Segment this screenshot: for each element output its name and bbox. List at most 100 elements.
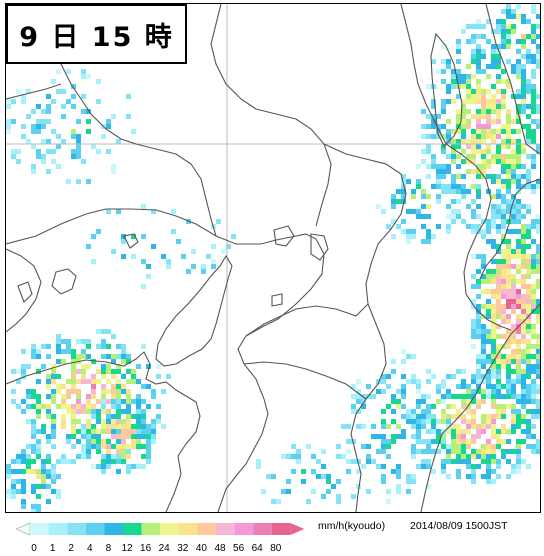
rain-cell	[71, 444, 76, 449]
rain-cell	[36, 509, 41, 512]
rain-cell	[486, 464, 491, 469]
rain-cell	[51, 479, 56, 484]
rain-cell	[101, 404, 106, 409]
rain-cell	[81, 369, 86, 374]
rain-cell	[21, 399, 26, 404]
rain-cell	[141, 234, 146, 239]
rain-cell	[486, 229, 491, 234]
rain-cell	[501, 214, 506, 219]
rain-cell	[531, 59, 536, 64]
rain-cell	[41, 109, 46, 114]
rain-cell	[451, 154, 456, 159]
rain-cell	[151, 244, 156, 249]
rain-cell	[451, 439, 456, 444]
rain-cell	[516, 464, 521, 469]
rain-cell	[101, 339, 106, 344]
rain-cell	[441, 124, 446, 129]
rain-cell	[16, 369, 21, 374]
rain-cell	[526, 294, 531, 299]
rain-cell	[446, 169, 451, 174]
rain-cell	[531, 324, 536, 329]
rain-cell	[471, 449, 476, 454]
rain-cell	[441, 464, 446, 469]
legend-left-arrow	[15, 522, 31, 536]
legend-tick-label: 16	[140, 543, 152, 554]
rain-cell	[371, 424, 376, 429]
rain-cell	[481, 429, 486, 434]
rain-cell	[161, 254, 166, 259]
rain-cell	[466, 84, 471, 89]
rain-cell	[486, 479, 491, 484]
rain-cell	[51, 464, 56, 469]
rain-cell	[406, 239, 411, 244]
rain-cell	[536, 264, 540, 269]
rain-cell	[516, 249, 521, 254]
rain-cell	[521, 234, 526, 239]
rain-cell	[441, 174, 446, 179]
rain-cell	[521, 294, 526, 299]
rain-cell	[311, 469, 316, 474]
rain-cell	[16, 459, 21, 464]
rain-cell	[431, 159, 436, 164]
rain-cell	[51, 79, 56, 84]
rain-cell	[146, 454, 151, 459]
rain-cell	[146, 274, 151, 279]
rain-cell	[411, 354, 416, 359]
rain-cell	[476, 119, 481, 124]
rain-cell	[121, 449, 126, 454]
rain-cell	[451, 184, 456, 189]
rain-cell	[461, 384, 466, 389]
rain-cell	[486, 419, 491, 424]
rain-cell	[41, 424, 46, 429]
rain-cell	[491, 29, 496, 34]
rain-cell	[56, 494, 61, 499]
rain-cell	[531, 409, 536, 414]
rain-cell	[81, 159, 86, 164]
rain-cell	[411, 374, 416, 379]
rain-cell	[101, 374, 106, 379]
rain-cell	[356, 459, 361, 464]
rain-cell	[496, 224, 501, 229]
rain-cell	[471, 329, 476, 334]
rain-cell	[536, 359, 540, 364]
rain-cell	[536, 314, 540, 319]
rain-cell	[66, 379, 71, 384]
rain-cell	[471, 394, 476, 399]
rain-cell	[286, 454, 291, 459]
rain-cell	[476, 364, 481, 369]
rain-cell	[506, 239, 511, 244]
rain-cell	[21, 504, 26, 509]
rain-cell	[431, 419, 436, 424]
rain-cell	[496, 19, 501, 24]
rain-cell	[406, 479, 411, 484]
rain-cell	[396, 484, 401, 489]
rain-cell	[106, 399, 111, 404]
rain-cell	[71, 149, 76, 154]
rain-cell	[51, 414, 56, 419]
rain-cell	[391, 359, 396, 364]
rain-cell	[96, 79, 101, 84]
rain-cell	[131, 434, 136, 439]
rain-cell	[511, 369, 516, 374]
rain-cell	[31, 124, 36, 129]
rain-cell	[461, 419, 466, 424]
rain-cell	[476, 304, 481, 309]
rain-cell	[121, 384, 126, 389]
rain-cell	[481, 169, 486, 174]
rain-cell	[146, 404, 151, 409]
rain-cell	[511, 294, 516, 299]
rain-cell	[141, 409, 146, 414]
rain-cell	[351, 409, 356, 414]
rain-cell	[496, 74, 501, 79]
rain-cell	[361, 399, 366, 404]
rain-cell	[356, 409, 361, 414]
rain-cell	[486, 174, 491, 179]
rain-cell	[111, 169, 116, 174]
rain-cell	[506, 199, 511, 204]
rain-cell	[491, 194, 496, 199]
rain-cell	[506, 229, 511, 234]
rain-cell	[491, 449, 496, 454]
rain-cell	[96, 344, 101, 349]
rain-cell	[531, 9, 536, 14]
rain-cell	[146, 364, 151, 369]
